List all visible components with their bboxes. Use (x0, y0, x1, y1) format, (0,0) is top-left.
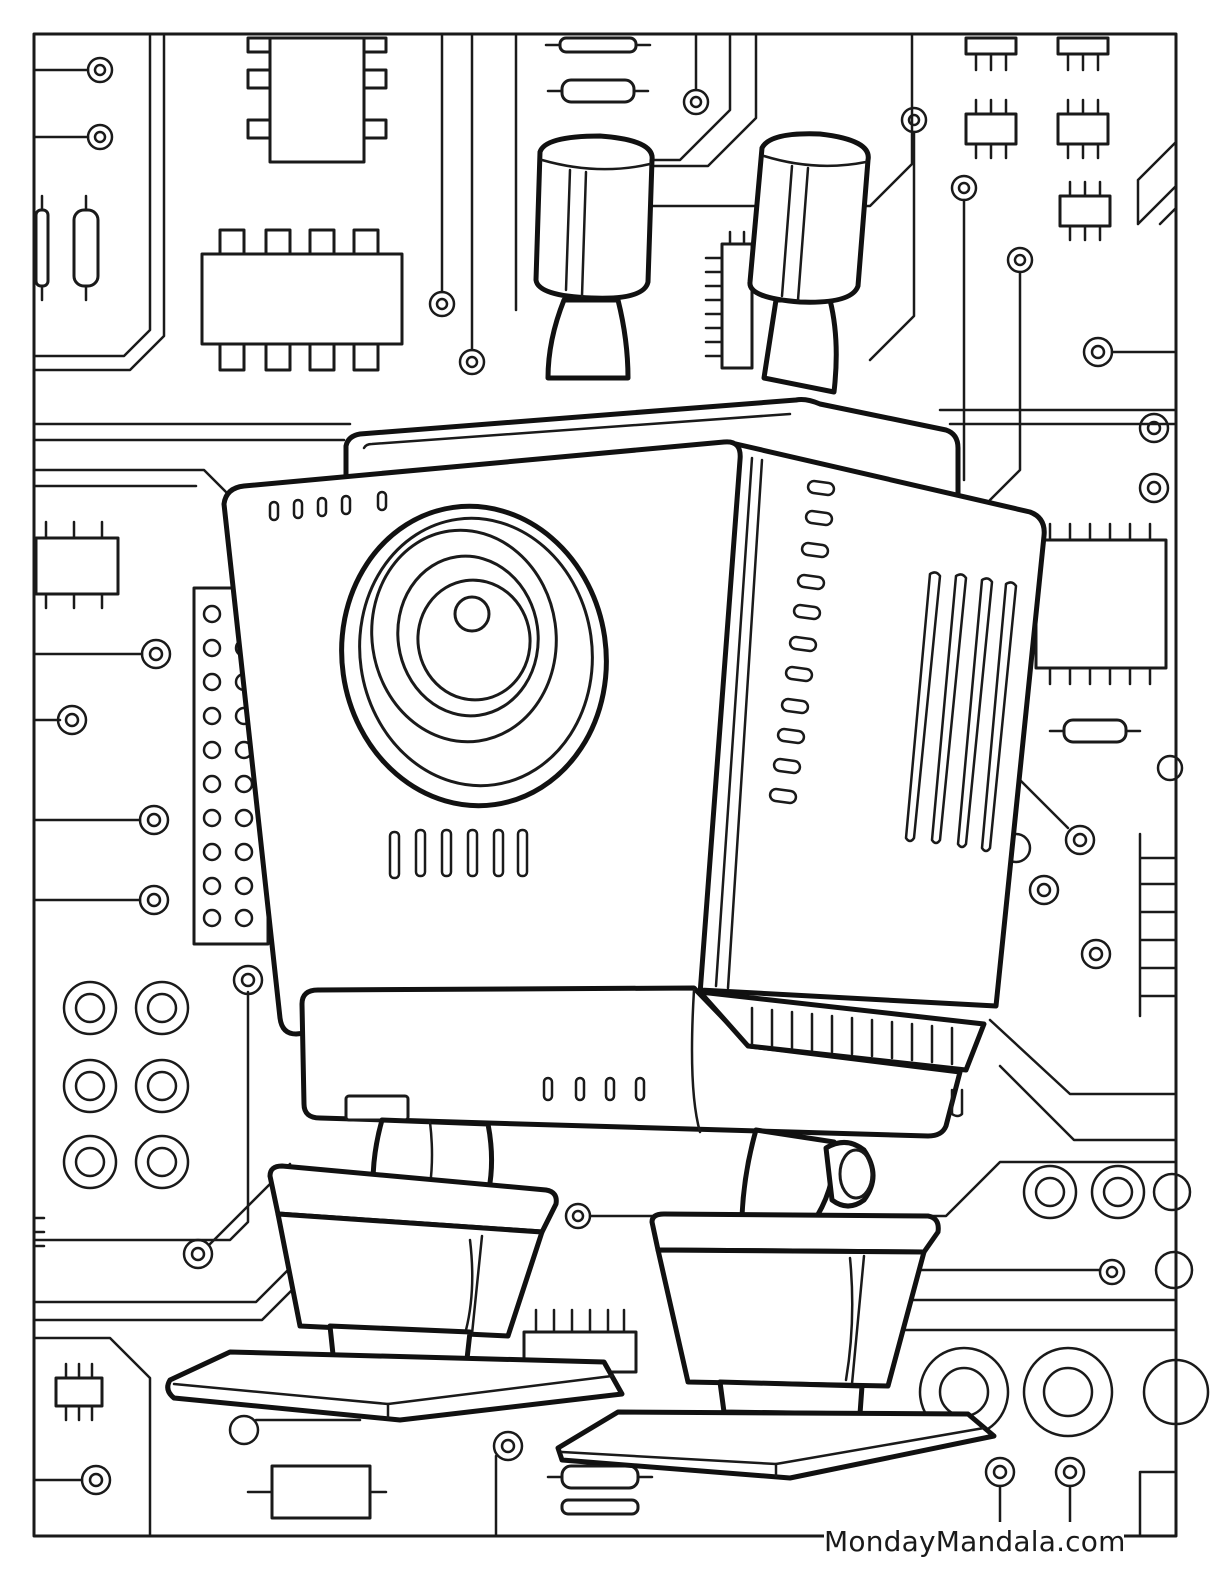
page-frame (32, 32, 1178, 1538)
site-watermark: MondayMandala.com (824, 1522, 1125, 1562)
circuit-board-background (32, 34, 1210, 1538)
robot-figure (165, 131, 1047, 1481)
